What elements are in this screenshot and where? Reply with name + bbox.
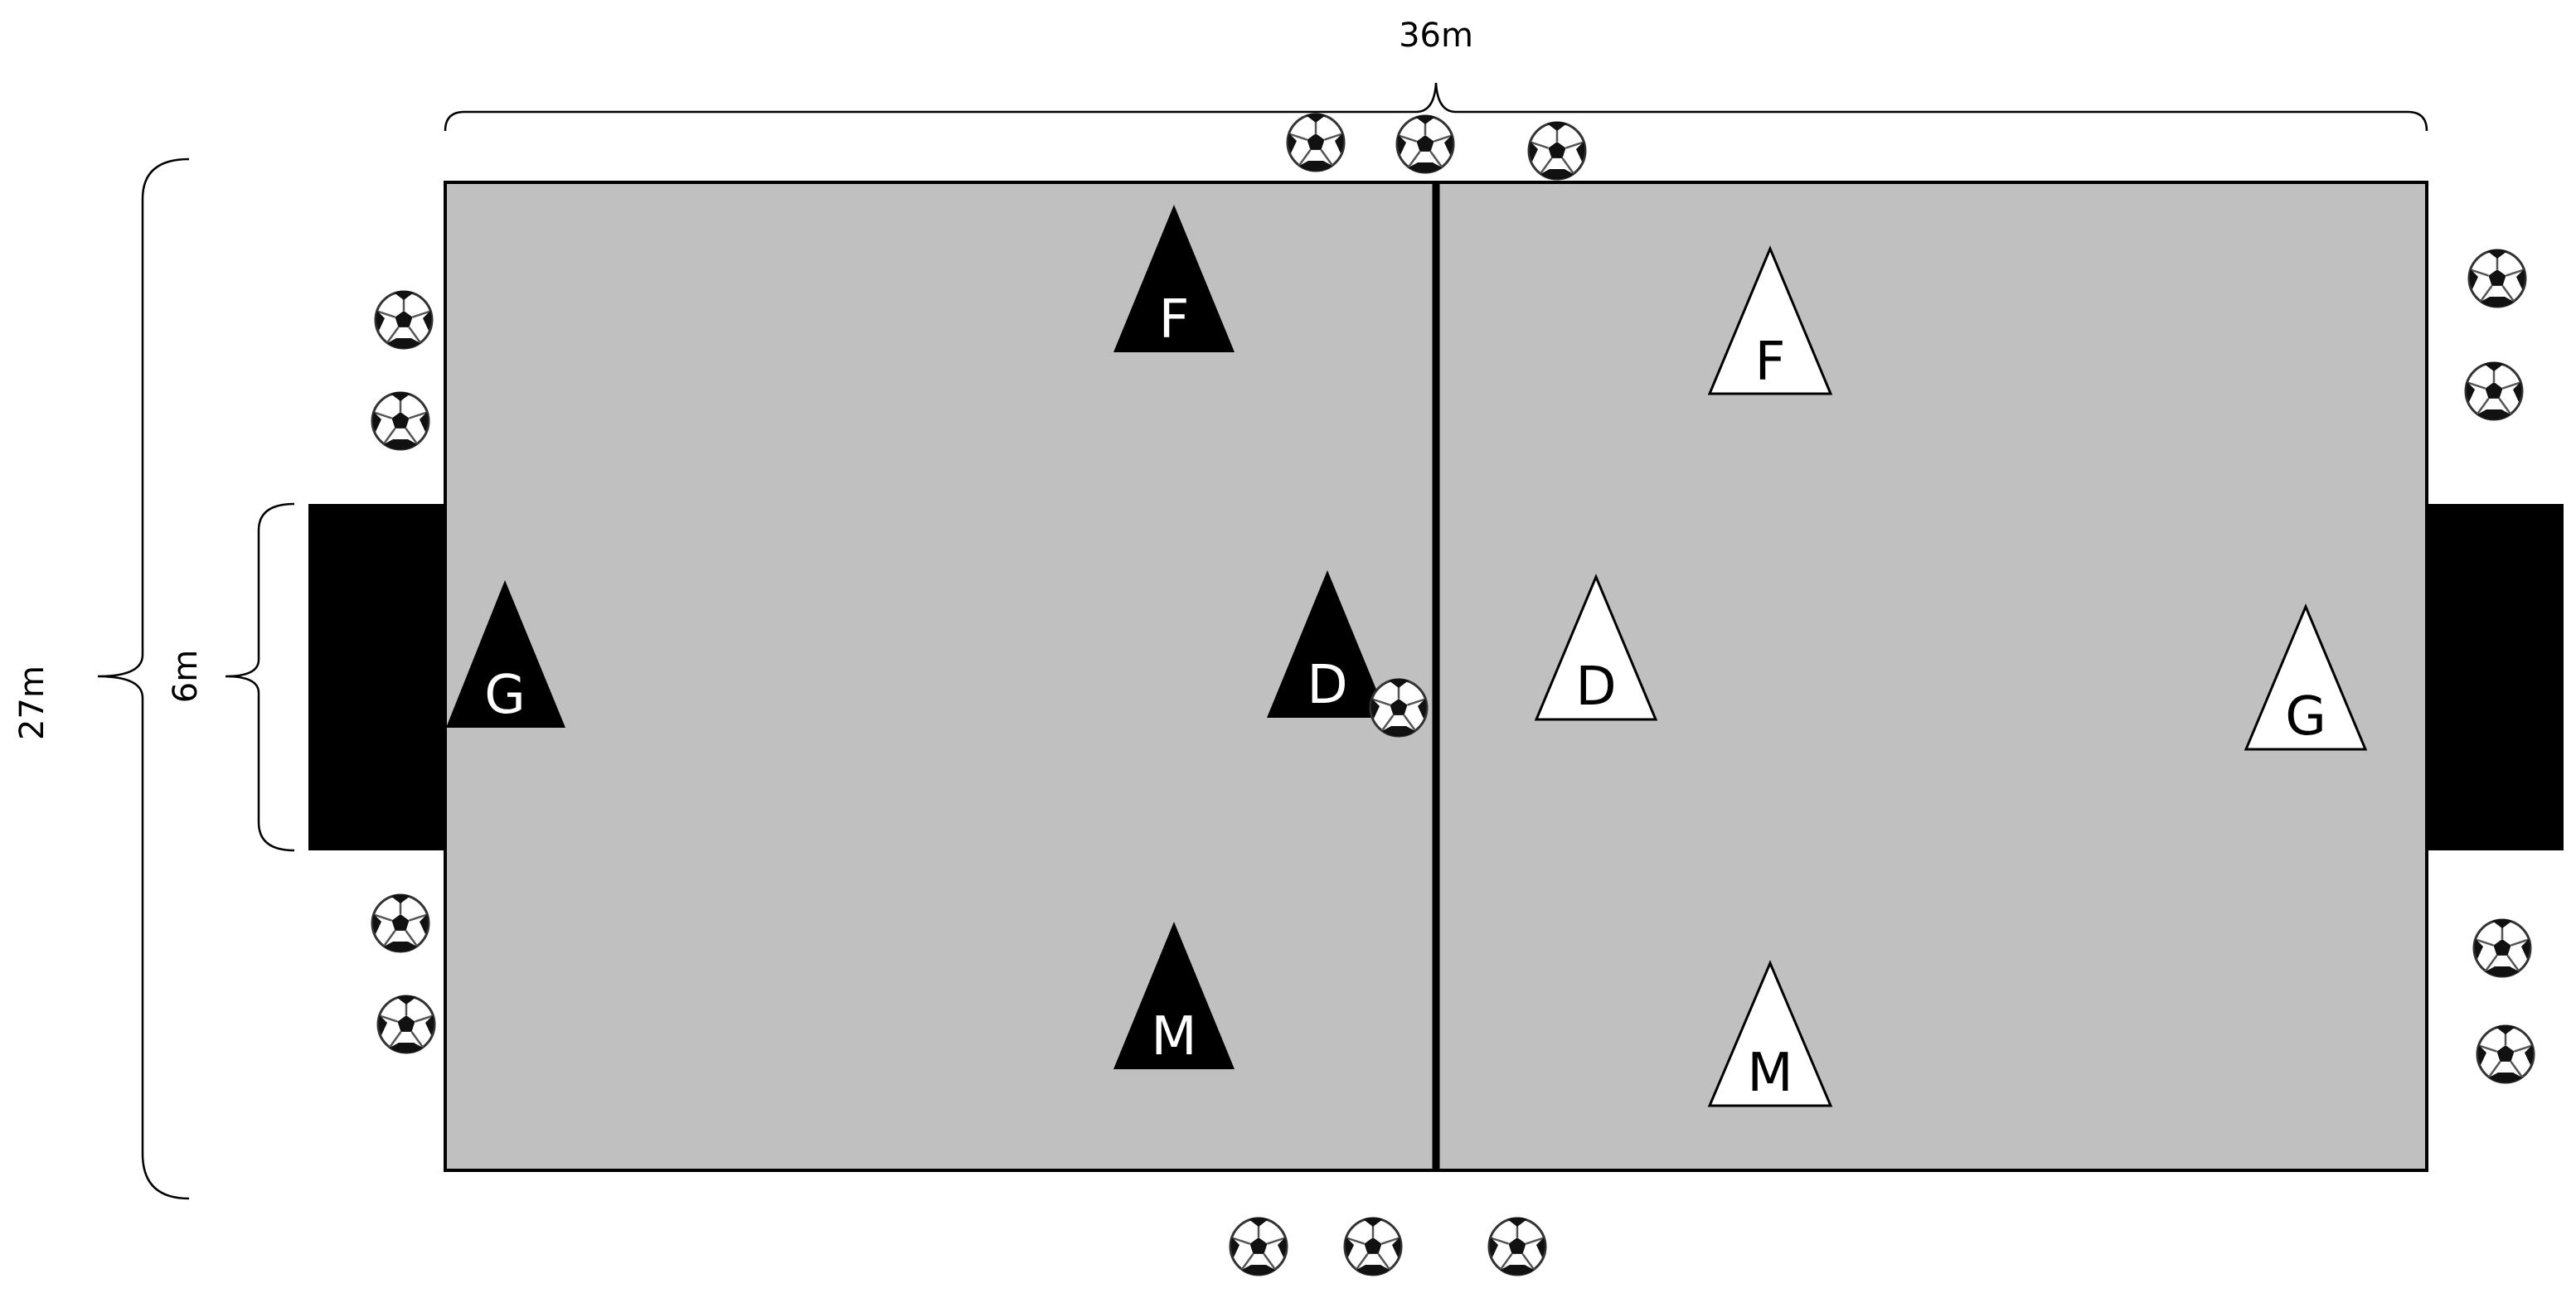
soccer-ball-icon	[1527, 120, 1587, 182]
soccer-ball-icon	[376, 994, 436, 1055]
goal-bracket	[225, 502, 295, 852]
soccer-ball-icon	[371, 893, 430, 954]
length-bracket	[444, 82, 2428, 132]
player-label: G	[2285, 686, 2326, 748]
soccer-ball-icon	[1395, 114, 1455, 175]
soccer-ball-icon	[1343, 1216, 1403, 1277]
player-label: F	[1755, 332, 1786, 393]
player-label: M	[1747, 1043, 1793, 1104]
soccer-ball-icon	[2472, 918, 2532, 979]
goal-label: 6m	[167, 650, 205, 703]
width-bracket	[97, 157, 190, 1200]
soccer-ball-icon	[2467, 248, 2527, 309]
player-label: D	[1307, 655, 1347, 716]
player-black-forward: F	[1113, 205, 1235, 352]
soccer-ball-icon	[1369, 677, 1429, 739]
soccer-ball-icon	[1229, 1216, 1288, 1277]
width-label: 27m	[13, 666, 51, 740]
player-black-goalkeeper: G	[446, 580, 565, 728]
player-black-midfielder: M	[1113, 922, 1235, 1069]
player-label: D	[1575, 656, 1616, 718]
right-goal	[2427, 504, 2564, 850]
player-label: G	[484, 665, 526, 726]
player-white-forward: F	[1707, 245, 1833, 395]
soccer-ball-icon	[2464, 361, 2524, 422]
player-white-goalkeeper: G	[2244, 603, 2368, 751]
length-label: 36m	[1399, 17, 1473, 55]
player-black-defender: D	[1267, 570, 1388, 718]
player-label: M	[1151, 1006, 1196, 1068]
soccer-ball-icon	[1286, 112, 1346, 173]
player-white-midfielder: M	[1707, 960, 1833, 1107]
player-white-defender: D	[1534, 574, 1658, 721]
soccer-ball-icon	[374, 289, 434, 351]
soccer-ball-icon	[2476, 1024, 2535, 1085]
player-label: F	[1159, 289, 1190, 351]
soccer-ball-icon	[371, 390, 430, 452]
left-goal	[308, 504, 445, 850]
soccer-ball-icon	[1487, 1216, 1547, 1277]
